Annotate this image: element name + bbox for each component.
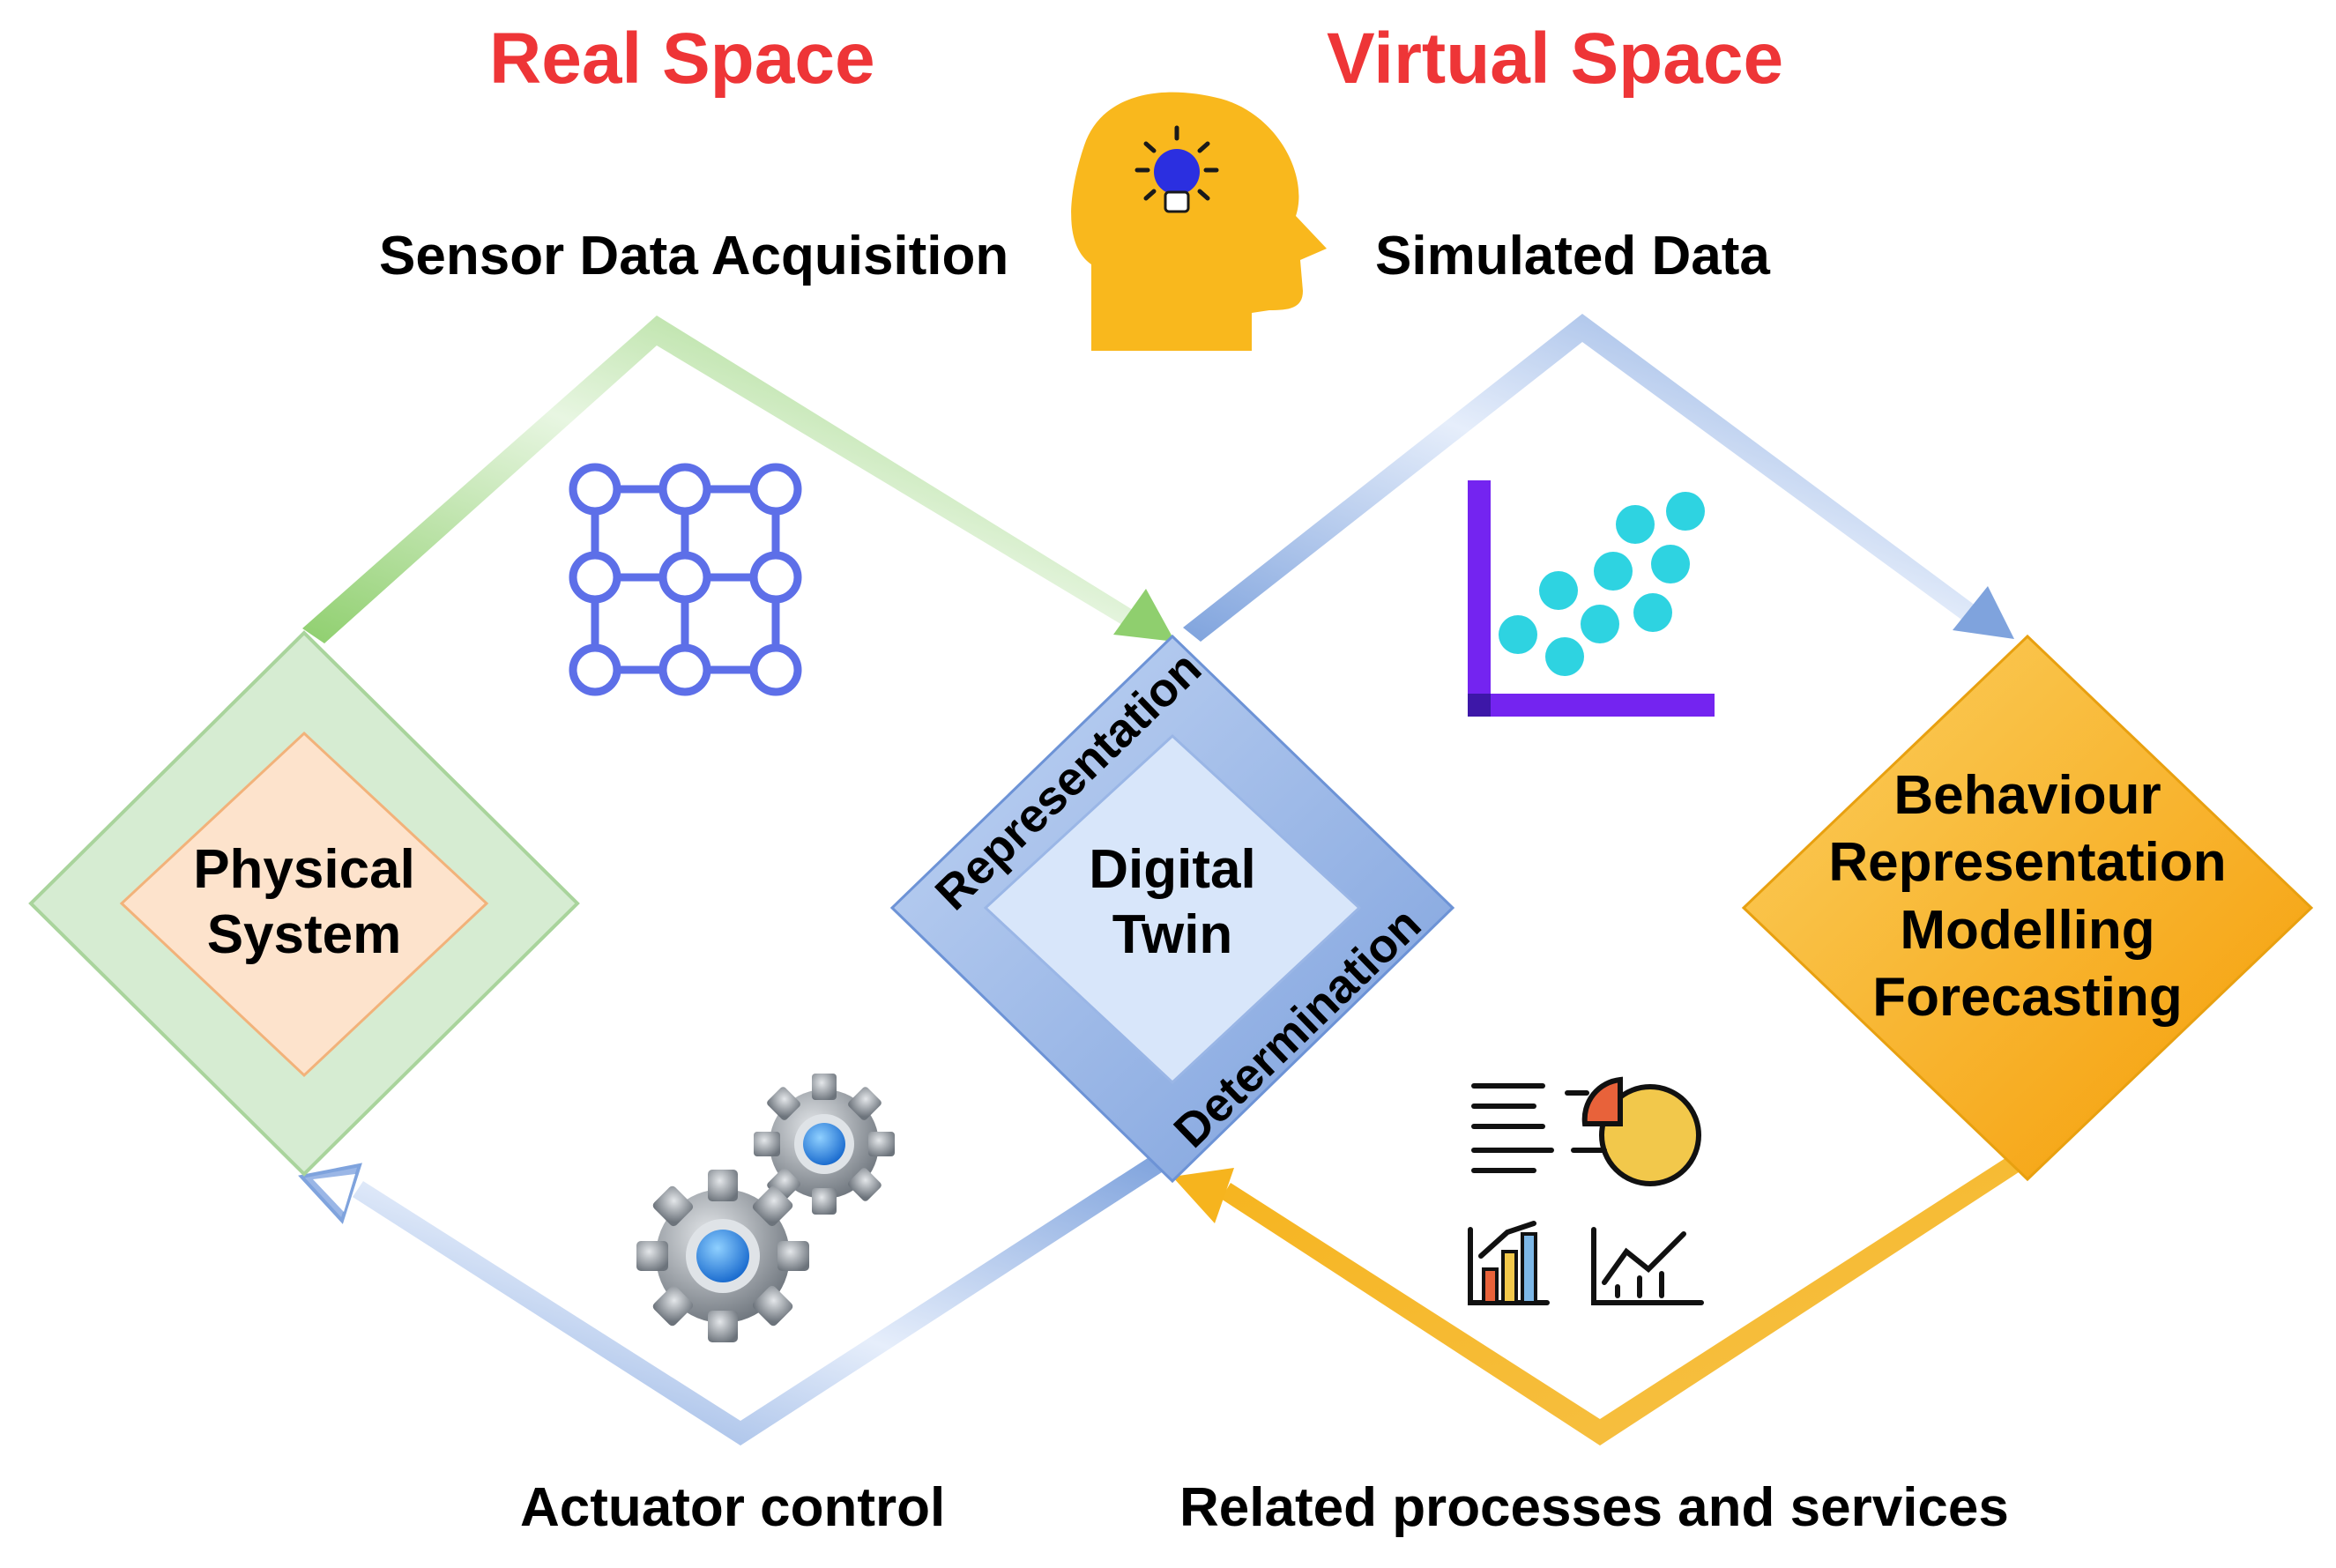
actuator-control-label: Actuator control — [520, 1477, 946, 1538]
digital-twin-line-1: Digital — [1089, 839, 1256, 900]
simulated-arrow — [1183, 314, 2014, 642]
sensor-data-label: Sensor Data Acquisition — [379, 226, 1009, 286]
digital-twin-diamond — [889, 634, 1455, 1184]
physical-system-label: Physical System — [172, 837, 436, 969]
virtual-space-title: Virtual Space — [1327, 19, 1784, 99]
digital-twin-line-2: Twin — [1112, 904, 1233, 966]
physical-system-line-2: System — [206, 904, 402, 966]
simulated-data-label: Simulated Data — [1375, 226, 1770, 286]
behaviour-line-4: Forecasting — [1872, 966, 2183, 1028]
digital-twin-label: Digital Twin — [1040, 837, 1305, 969]
scatter-plot-icon — [1468, 480, 1715, 717]
network-grid-icon — [569, 463, 802, 696]
actuator-arrow — [298, 1156, 1162, 1445]
behaviour-line-3: Modelling — [1900, 899, 2155, 961]
physical-system-line-1: Physical — [193, 839, 415, 900]
head-lightbulb-icon — [1071, 92, 1327, 351]
physical-system-diamond — [28, 630, 580, 1177]
report-charts-icon — [1468, 1076, 1704, 1305]
behaviour-label: Behaviour Representation Modelling Forec… — [1807, 762, 2248, 1031]
sensor-arrow — [302, 316, 1175, 643]
related-arrow — [1172, 1156, 2019, 1445]
behaviour-diamond — [1741, 634, 2314, 1182]
related-processes-label: Related processes and services — [1179, 1477, 2009, 1538]
real-space-title: Real Space — [489, 19, 875, 99]
behaviour-line-1: Behaviour — [1893, 765, 2161, 826]
gears-icon — [636, 1074, 895, 1342]
behaviour-line-2: Representation — [1828, 832, 2227, 894]
